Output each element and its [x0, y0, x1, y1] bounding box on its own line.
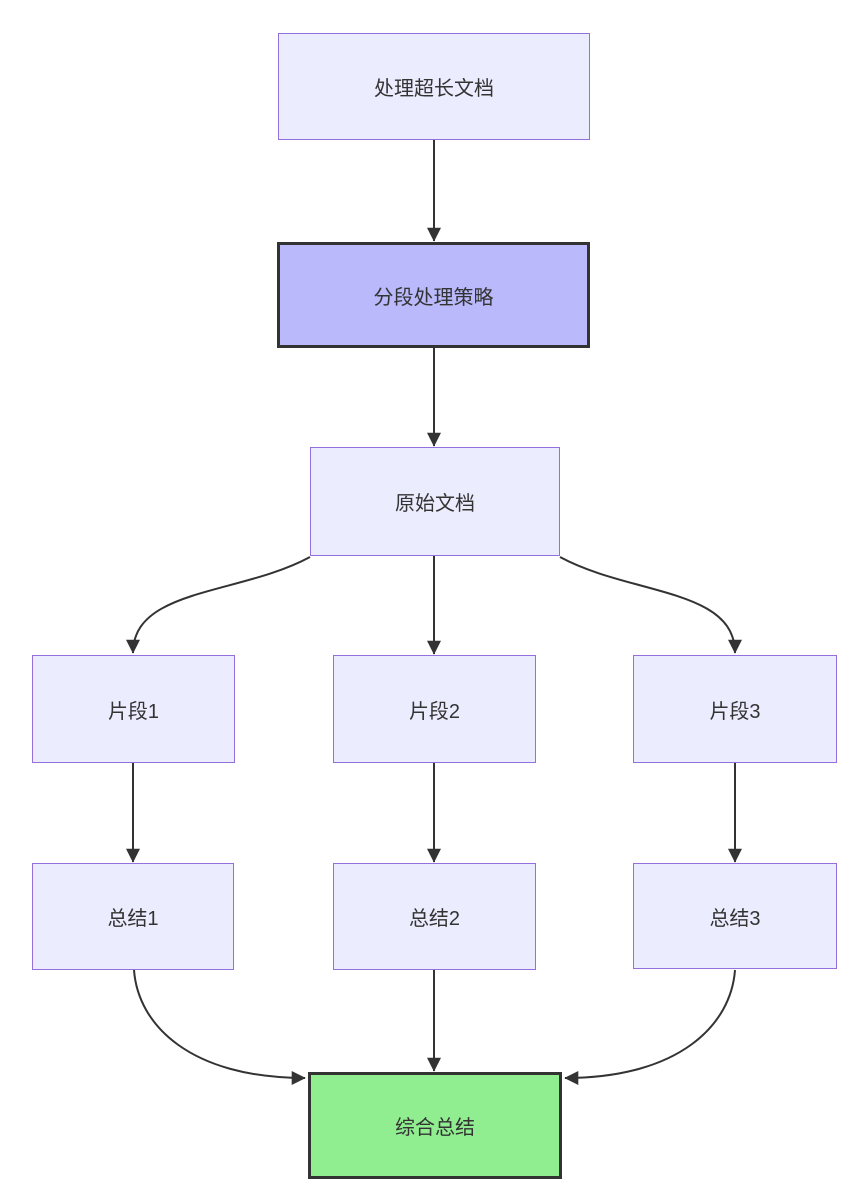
node-summary-2: 总结2	[333, 863, 536, 970]
node-label: 总结1	[107, 908, 159, 930]
node-fragment-2: 片段2	[333, 655, 536, 763]
node-label: 总结2	[408, 908, 461, 930]
node-label: 分段处理策略	[373, 286, 494, 309]
edge-summary3-to-final	[564, 969, 736, 1085]
node-combined-summary: 综合总结	[308, 1072, 562, 1179]
edge-original-to-fragment1	[126, 556, 311, 654]
node-process-long-document: 处理超长文档	[278, 33, 590, 140]
node-original-document: 原始文档	[310, 447, 560, 556]
node-label: 总结3	[709, 907, 761, 930]
node-label: 处理超长文档	[374, 78, 494, 100]
node-label: 片段1	[107, 700, 160, 723]
node-label: 综合总结	[395, 1117, 475, 1139]
node-summary-3: 总结3	[633, 863, 837, 969]
node-segmentation-strategy: 分段处理策略	[277, 242, 590, 348]
node-fragment-3: 片段3	[633, 655, 837, 763]
node-label: 片段3	[709, 700, 761, 723]
node-label: 原始文档	[395, 493, 475, 515]
node-summary-1: 总结1	[32, 863, 234, 970]
node-label: 片段2	[408, 700, 461, 723]
node-fragment-1: 片段1	[32, 655, 235, 763]
edge-original-to-fragment3	[559, 556, 742, 654]
edge-summary1-to-final	[133, 969, 306, 1085]
